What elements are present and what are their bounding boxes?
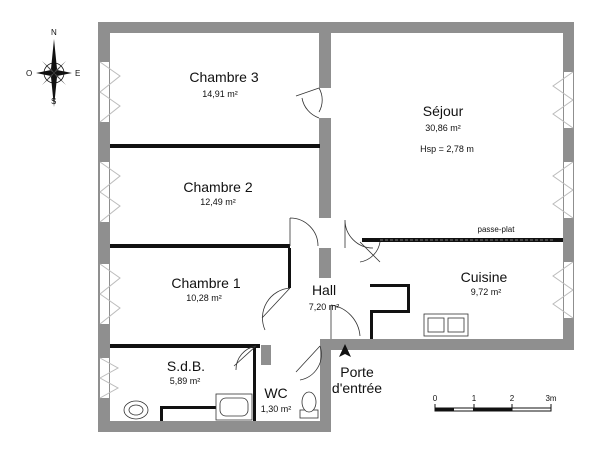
room-name-sejour: Séjour [423, 103, 464, 119]
room-name-wc: WC [264, 385, 287, 401]
scale-tick-3: 3m [545, 394, 556, 403]
toilet [299, 391, 319, 419]
scale-tick-2: 2 [510, 394, 515, 403]
window-chambre1 [99, 263, 121, 325]
compass-o: O [26, 69, 32, 78]
compass-e: E [75, 69, 80, 78]
window-sejour-1 [552, 71, 574, 129]
room-area-wc: 1,30 m² [261, 404, 292, 414]
kitchen-sink [423, 313, 469, 337]
washbasin [123, 400, 149, 420]
windows [99, 61, 574, 399]
room-labels: Chambre 3 14,91 m² Séjour 30,86 m² Hsp =… [167, 69, 508, 414]
compass-n: N [51, 28, 57, 37]
entrance-label-line2: d'entrée [332, 380, 382, 396]
room-area-sdb: 5,89 m² [170, 376, 201, 386]
window-chambre2 [99, 161, 121, 223]
scale-tick-0: 0 [433, 394, 438, 403]
doors [233, 87, 381, 381]
entrance-label-line1: Porte [340, 364, 374, 380]
window-sejour-2 [552, 161, 574, 219]
room-area-chambre2: 12,49 m² [200, 197, 236, 207]
room-name-chambre1: Chambre 1 [171, 275, 240, 291]
room-area-chambre3: 14,91 m² [202, 89, 238, 99]
room-area-hall: 7,20 m² [309, 302, 340, 312]
entrance: Porte d'entrée [332, 344, 382, 396]
window-cuisine [552, 261, 574, 319]
scale-bar: 0 1 2 3m [433, 394, 557, 412]
room-name-sdb: S.d.B. [167, 358, 205, 374]
scale-tick-1: 1 [472, 394, 477, 403]
compass: N S E O [26, 28, 80, 107]
compass-s: S [51, 97, 56, 106]
room-name-cuisine: Cuisine [461, 269, 508, 285]
passe-plat-label: passe-plat [478, 225, 516, 234]
bathtub [215, 393, 253, 421]
room-name-chambre2: Chambre 2 [183, 179, 252, 195]
room-area-sejour: 30,86 m² [425, 123, 461, 133]
room-area-chambre1: 10,28 m² [186, 293, 222, 303]
room-area-cuisine: 9,72 m² [471, 287, 502, 297]
entrance-arrow-icon [339, 344, 351, 357]
sejour-ceiling-height: Hsp = 2,78 m [420, 144, 474, 154]
room-name-hall: Hall [312, 282, 336, 298]
window-chambre3 [99, 61, 121, 123]
fixtures [123, 313, 469, 421]
room-name-chambre3: Chambre 3 [189, 69, 258, 85]
window-sdb [99, 357, 120, 399]
